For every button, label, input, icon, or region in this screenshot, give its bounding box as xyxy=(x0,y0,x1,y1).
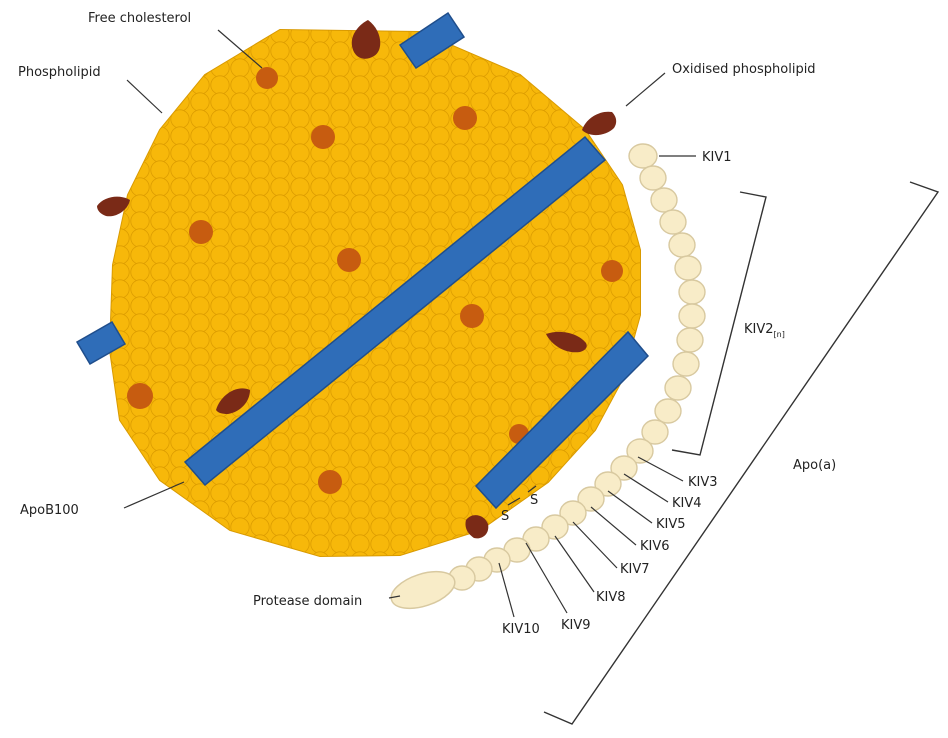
oxidised-drop xyxy=(582,111,617,136)
apoa-kringle-chain xyxy=(448,143,706,591)
free-cholesterol-spots xyxy=(127,67,623,494)
labels: Free cholesterol Phospholipid Oxidised p… xyxy=(18,11,836,637)
oxidised-drop xyxy=(465,515,489,539)
cholesterol-spot xyxy=(337,248,361,272)
cholesterol-spot xyxy=(189,220,213,244)
label-kiv5: KIV5 xyxy=(656,517,686,532)
kringle-bead xyxy=(650,187,678,213)
oxidised-drop xyxy=(546,331,587,353)
label-phospholipid: Phospholipid xyxy=(18,65,101,80)
label-apob100: ApoB100 xyxy=(20,503,79,518)
apob100-main-strip xyxy=(183,135,607,487)
cholesterol-spot xyxy=(460,304,484,328)
cholesterol-spot xyxy=(318,470,342,494)
disulfide-s2: S xyxy=(530,493,538,508)
oxidised-phospholipids xyxy=(97,20,617,539)
cholesterol-spot xyxy=(453,106,477,130)
label-kiv2: KIV2[n] xyxy=(744,322,785,339)
oxidised-drop xyxy=(97,196,130,217)
leader-kiv5 xyxy=(607,490,653,524)
kringle-bead xyxy=(626,438,654,464)
kringle-bead xyxy=(664,375,692,401)
kiv2-main: KIV2 xyxy=(744,322,774,337)
leader-protease xyxy=(388,595,401,599)
apoa-bracket xyxy=(543,181,940,725)
cholesterol-spot xyxy=(311,125,335,149)
leader-kiv3 xyxy=(637,456,684,482)
leader-kiv10 xyxy=(498,562,515,618)
label-kiv1: KIV1 xyxy=(702,150,732,165)
leader-free-cholesterol xyxy=(217,29,263,69)
label-kiv4: KIV4 xyxy=(672,496,702,511)
kringle-bead xyxy=(577,486,605,512)
kringle-bead xyxy=(674,255,702,281)
label-protease-domain: Protease domain xyxy=(253,594,362,609)
oxidised-drop xyxy=(216,388,250,414)
disulfide-bond: S S xyxy=(501,485,538,524)
disulfide-s1: S xyxy=(501,509,509,524)
leader-kiv9 xyxy=(525,542,568,614)
leader-kiv4 xyxy=(623,473,669,503)
leader-kiv8 xyxy=(554,535,595,593)
leader-apob100 xyxy=(123,481,185,509)
cholesterol-spot xyxy=(601,260,623,282)
kringle-bead xyxy=(610,455,638,481)
kringle-bead xyxy=(672,351,700,377)
label-kiv9: KIV9 xyxy=(561,618,591,633)
kiv2-bracket xyxy=(671,191,767,456)
kringle-bead xyxy=(678,279,706,305)
kiv2-subscript: [n] xyxy=(774,330,785,339)
leader-oxidised xyxy=(625,72,666,107)
cholesterol-spot xyxy=(127,383,153,409)
lipoprotein-particle xyxy=(108,28,641,558)
kringle-bead xyxy=(639,165,667,191)
leader-phospholipid xyxy=(126,79,163,114)
kringle-bead xyxy=(678,303,706,329)
disulfide-line xyxy=(507,485,537,506)
cholesterol-spot xyxy=(256,67,278,89)
label-kiv8: KIV8 xyxy=(596,590,626,605)
label-free-cholesterol: Free cholesterol xyxy=(88,11,191,26)
kringle-bead xyxy=(668,232,696,258)
kringle-bead xyxy=(628,143,658,169)
label-oxidised-phospholipid: Oxidised phospholipid xyxy=(672,62,816,77)
apob100-top-fragment xyxy=(398,11,466,70)
label-kiv7: KIV7 xyxy=(620,562,650,577)
apob100-band xyxy=(75,11,650,510)
kringle-bead xyxy=(559,500,587,526)
kringle-bead xyxy=(594,471,622,497)
kringle-bead xyxy=(676,327,704,353)
apob100-left-fragment xyxy=(75,320,127,366)
leader-kiv6 xyxy=(590,506,637,546)
label-kiv3: KIV3 xyxy=(688,475,718,490)
kringle-bead xyxy=(654,398,682,424)
label-kiv10: KIV10 xyxy=(502,622,540,637)
leader-kiv7 xyxy=(572,521,618,569)
kringle-bead xyxy=(541,514,569,540)
label-apoa: Apo(a) xyxy=(793,458,836,473)
apob100-lower-strip xyxy=(474,330,650,510)
leader-lines xyxy=(123,29,696,618)
kringle-bead xyxy=(659,209,687,235)
protease-domain-shape xyxy=(390,570,456,610)
oxidised-drop xyxy=(351,20,381,59)
kringle-bead xyxy=(641,419,669,445)
label-kiv6: KIV6 xyxy=(640,539,670,554)
